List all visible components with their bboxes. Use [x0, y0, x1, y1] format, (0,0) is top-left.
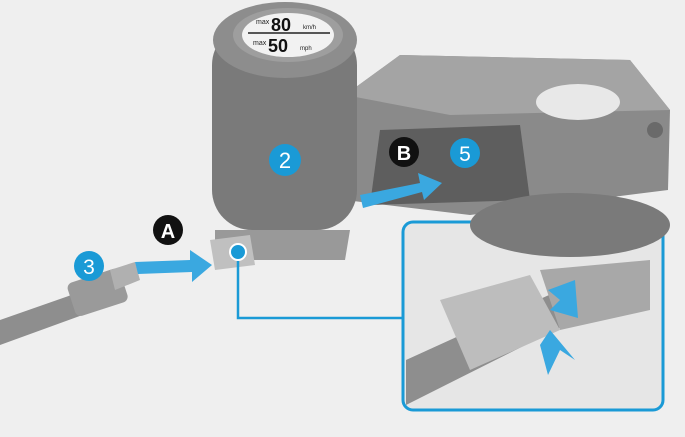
callout-a-badge — [153, 215, 183, 245]
callout-3: 3 — [83, 256, 95, 279]
label-unit-kmh: km/h — [303, 25, 316, 31]
callout-2-badge — [269, 144, 301, 176]
callout-2: 2 — [279, 148, 291, 173]
leader-dot — [229, 243, 247, 261]
label-speed-kmh: 80 — [271, 15, 291, 35]
callout-b-badge — [389, 137, 419, 167]
callout-5-badge — [450, 138, 480, 168]
detail-inset — [401, 193, 670, 412]
sealant-canister — [210, 2, 357, 270]
label-max-2: max — [253, 40, 267, 47]
arrow-b — [360, 173, 442, 208]
arrow-a — [135, 250, 212, 282]
label-unit-mph: mph — [300, 46, 312, 52]
callout-a: A — [161, 221, 175, 243]
callout-b: B — [397, 143, 411, 165]
label-speed-mph: 50 — [268, 36, 288, 56]
leader-line — [236, 252, 403, 320]
callout-5: 5 — [459, 143, 471, 166]
label-max-1: max — [256, 19, 270, 26]
callout-3-badge — [74, 251, 104, 281]
hose — [0, 262, 140, 345]
